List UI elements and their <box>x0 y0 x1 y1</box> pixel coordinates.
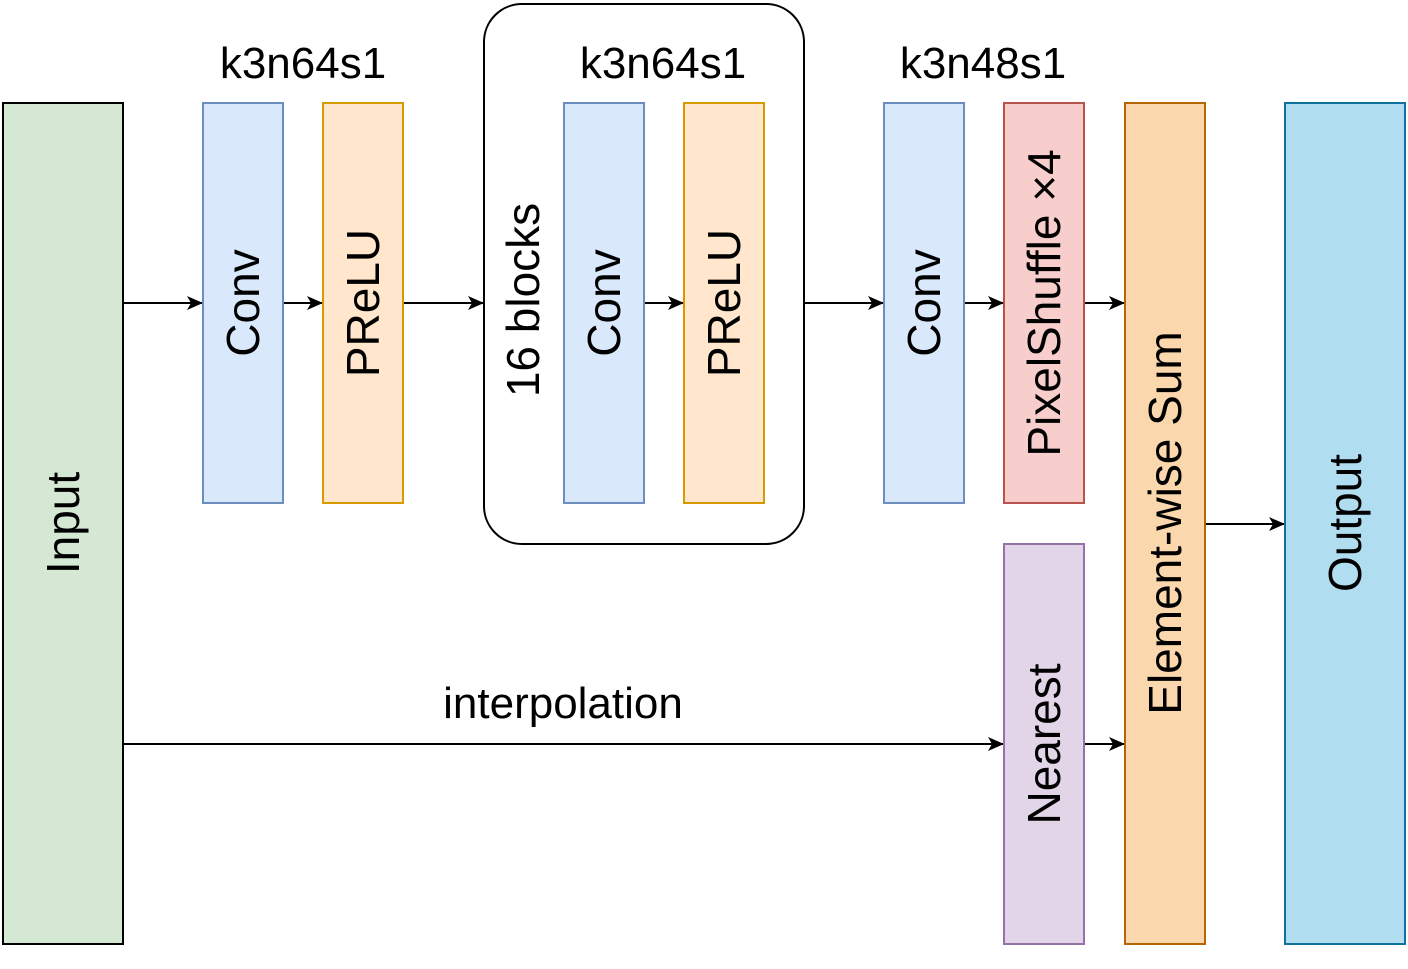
conv3-label: Conv <box>898 249 950 356</box>
conv2-label: Conv <box>578 249 630 356</box>
nearest-node: Nearest <box>1003 543 1085 945</box>
conv1-label: Conv <box>217 249 269 356</box>
prelu1-box <box>322 102 404 504</box>
prelu1-label: PReLU <box>337 229 389 377</box>
output-node: Output <box>1284 102 1406 945</box>
sum-box <box>1124 102 1206 945</box>
pixelshuffle-label: PixelShuffle ×4 <box>1018 149 1070 456</box>
sum-node: Element-wise Sum <box>1124 102 1206 945</box>
input-box <box>2 102 124 945</box>
conv3-node: Conv <box>883 102 965 504</box>
conv1-box <box>202 102 284 504</box>
block-params-label: k3n64s1 <box>580 39 746 88</box>
input-node: Input <box>2 102 124 945</box>
conv3-box <box>883 102 965 504</box>
output-box <box>1284 102 1406 945</box>
sum-label: Element-wise Sum <box>1139 331 1191 714</box>
conv2-node: Conv <box>563 102 645 504</box>
group-label: 16 blocks <box>497 203 549 397</box>
edges <box>123 296 1285 751</box>
conv2-box <box>563 102 645 504</box>
prelu2-label: PReLU <box>698 229 750 377</box>
prelu2-node: PReLU <box>683 102 765 504</box>
nearest-label: Nearest <box>1018 663 1070 824</box>
interpolation-label: interpolation <box>443 679 683 728</box>
input-label: Input <box>37 472 89 575</box>
pixelshuffle-box <box>1003 102 1085 504</box>
nearest-box <box>1003 543 1085 945</box>
conv3-params-label: k3n48s1 <box>900 39 1066 88</box>
pixelshuffle-node: PixelShuffle ×4 <box>1003 102 1085 504</box>
conv1-params-label: k3n64s1 <box>220 39 386 88</box>
conv1-node: Conv <box>202 102 284 504</box>
residual-blocks-group <box>483 3 805 545</box>
output-label: Output <box>1319 454 1371 592</box>
prelu1-node: PReLU <box>322 102 404 504</box>
prelu2-box <box>683 102 765 504</box>
